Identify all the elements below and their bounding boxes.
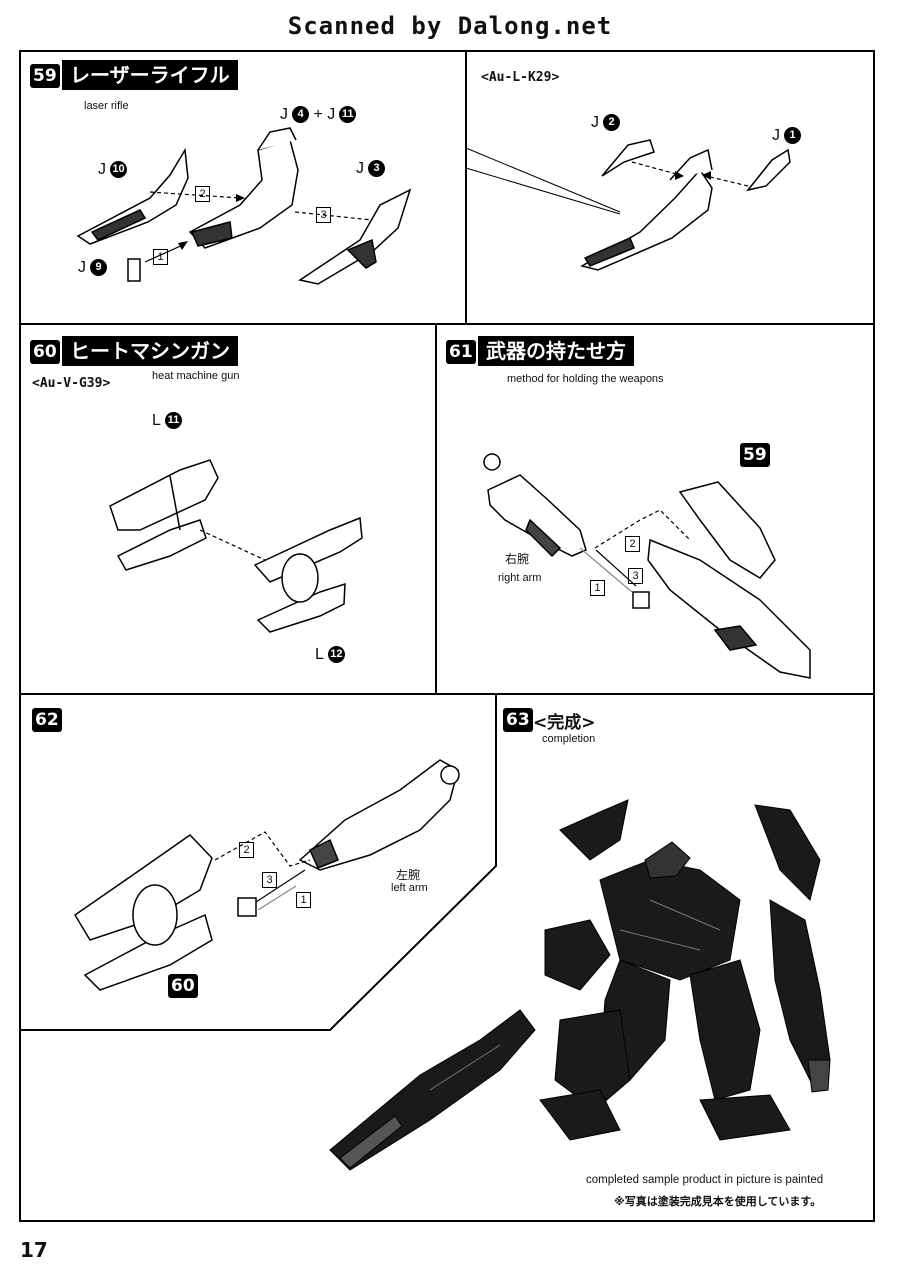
hand-part xyxy=(632,591,650,609)
order-61-2: 2 xyxy=(625,536,640,552)
painted-sample-note-en: completed sample product in picture is p… xyxy=(586,1174,824,1186)
left-arm-label-jp: 左腕 xyxy=(396,868,421,882)
left-arm-drawing xyxy=(298,759,460,871)
weapon-holding-diagram-left xyxy=(73,759,460,991)
machine-gun-lower-part xyxy=(253,516,363,633)
step-63-title: <完成> xyxy=(533,713,596,733)
left-arm-label-en: left arm xyxy=(391,882,428,894)
machine-gun-assembled xyxy=(73,834,213,991)
order-62-1: 1 xyxy=(296,892,311,908)
order-59-2: 2 xyxy=(195,186,210,202)
rifle-variant-assembly xyxy=(580,148,713,271)
heat-machine-gun-diagram xyxy=(109,459,363,633)
step-60-badge: 60 xyxy=(30,340,60,364)
right-arm-drawing xyxy=(483,453,587,558)
step-61-subtitle: method for holding the weapons xyxy=(507,373,664,385)
order-62-3: 3 xyxy=(262,872,277,888)
rifle-side-part xyxy=(298,188,412,285)
rifle-small-part xyxy=(127,258,141,282)
page-frame xyxy=(19,50,875,1222)
step-60-subtitle: heat machine gun xyxy=(152,370,240,382)
page-number: 17 xyxy=(20,1238,48,1262)
step-60-variant: <Au-V-G39> xyxy=(32,376,111,391)
laser-rifle-diagram xyxy=(76,127,791,285)
weapon-holding-diagram-right xyxy=(483,453,811,679)
step-60-title: ヒートマシンガン xyxy=(62,336,238,366)
right-arm-label-jp: 右腕 xyxy=(505,552,530,566)
step-59-variant: <Au-L-K29> xyxy=(481,70,560,85)
hand-part-left xyxy=(237,897,257,917)
step-59-subtitle: laser rifle xyxy=(84,100,129,112)
rifle-variant-part-j1 xyxy=(746,148,791,192)
rifle-front-part xyxy=(76,147,189,245)
step-62-badge: 62 xyxy=(32,708,62,732)
machine-gun-upper-part xyxy=(109,459,219,571)
step-63-badge: 63 xyxy=(503,708,533,732)
step-61-badge: 61 xyxy=(446,340,476,364)
completed-model-photo xyxy=(329,799,831,1171)
step-59-badge: 59 xyxy=(30,64,60,88)
right-arm-label-en: right arm xyxy=(498,572,542,584)
order-61-1: 1 xyxy=(590,580,605,596)
step-63-subtitle: completion xyxy=(542,733,596,745)
painted-sample-note-jp: ※写真は塗装完成見本を使用しています。 xyxy=(614,1195,822,1208)
step-59-title: レーザーライフル xyxy=(62,60,238,90)
rifle-variant-part-j2 xyxy=(601,139,655,177)
step-61-title: 武器の持たせ方 xyxy=(478,336,634,366)
ref-badge-60: 60 xyxy=(168,974,198,998)
weapon-drawing xyxy=(647,481,811,679)
scan-credit: Scanned by Dalong.net xyxy=(287,12,613,40)
ref-badge-59: 59 xyxy=(740,443,770,467)
order-61-3: 3 xyxy=(628,568,643,584)
rifle-body xyxy=(188,127,299,249)
